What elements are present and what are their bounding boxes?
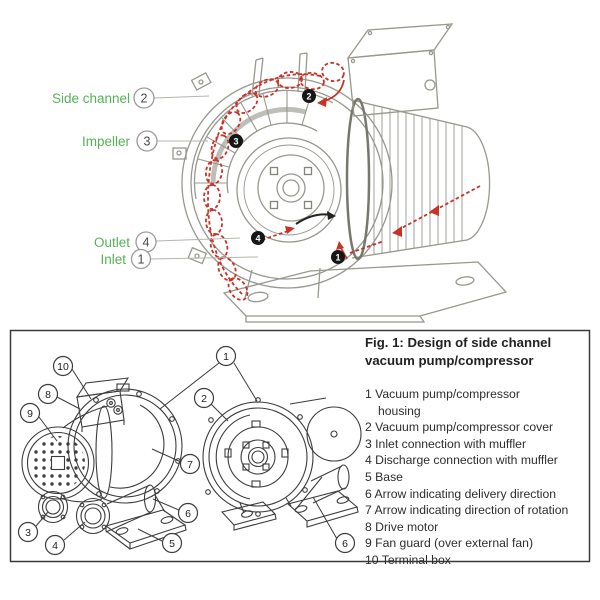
- callout-10: 10: [57, 361, 69, 373]
- hub-bolts: [269, 166, 313, 210]
- legend-item-9: 9 Fan guard (over external fan): [365, 536, 534, 551]
- legend-item-2: 2 Vacuum pump/compressor cover: [365, 420, 554, 435]
- callout-4: 4: [52, 540, 58, 552]
- inlet-port: [37, 490, 69, 524]
- figure-title-line2: vacuum pump/compressor: [365, 353, 534, 368]
- callout-6-right: 6: [342, 538, 348, 550]
- base-right: [220, 490, 359, 531]
- legend-item-8: 8 Drive motor: [365, 519, 439, 534]
- callout-leader-lines: [35, 362, 338, 542]
- label-impeller: Impeller: [82, 134, 131, 149]
- legend-items: 1 Vacuum pump/compressor housing 2 Vacuu…: [365, 386, 589, 569]
- top-labels: Side channel Impeller Outlet Inlet 2 3 4…: [52, 87, 259, 270]
- legend-item-6: 6 Arrow indicating delivery direction: [365, 486, 557, 501]
- label-number-circles: [130, 87, 158, 270]
- legend-item-10: 10 Terminal box: [365, 552, 451, 567]
- figure-title-line1: Fig. 1: Design of side channel: [365, 335, 552, 350]
- callout-8: 8: [45, 389, 51, 401]
- callout-2: 2: [201, 393, 207, 405]
- discharge-port: [75, 484, 157, 535]
- label-num-2: 2: [141, 92, 148, 106]
- legend-item-1: 1 Vacuum pump/compressor housing: [365, 387, 520, 418]
- callout-6-left: 6: [185, 508, 191, 520]
- label-leader-lines: [150, 95, 259, 260]
- red-flow-annotations: [203, 61, 481, 301]
- label-num-4: 4: [143, 236, 150, 250]
- legend-item-4: 4 Discharge connection with muffler: [365, 453, 558, 468]
- callout-1: 1: [223, 351, 229, 363]
- marker-3: 3: [233, 137, 238, 147]
- label-num-1: 1: [138, 253, 145, 267]
- side-channel-coil: [203, 61, 481, 301]
- pump-left-view: [21, 377, 187, 550]
- marker-1: 1: [335, 253, 340, 263]
- marker-2: 2: [306, 92, 311, 102]
- bottom-callouts: [17, 345, 356, 556]
- marker-4: 4: [255, 234, 260, 244]
- figure-title: Fig. 1: Design of side channel vacuum pu…: [365, 334, 589, 370]
- legend-item-3: 3 Inlet connection with muffler: [365, 436, 527, 451]
- rotation-arrow: [295, 211, 336, 225]
- motor-fins: [373, 105, 463, 255]
- red-arrowheads: [285, 97, 439, 250]
- terminal-box-small: [75, 377, 130, 432]
- top-marker-dots: 2 3 4 1: [229, 89, 345, 264]
- bottom-line-drawings: [21, 362, 362, 550]
- terminal-box: [346, 23, 454, 117]
- base-plate: [222, 261, 508, 323]
- inflow-arrow-curve: [323, 79, 345, 102]
- callout-9: 9: [27, 408, 33, 420]
- top-illustration: [172, 23, 508, 323]
- label-num-3: 3: [144, 135, 151, 149]
- drive-motor: [345, 97, 491, 261]
- label-inlet: Inlet: [100, 252, 126, 267]
- legend-item-7: 7 Arrow indicating direction of rotation: [365, 503, 569, 518]
- pump-right-view: [202, 397, 362, 531]
- callout-5: 5: [169, 538, 175, 550]
- motor-behind-cover: [289, 397, 362, 510]
- pump-housing: [172, 52, 393, 289]
- legend-item-5: 5 Base: [365, 469, 403, 484]
- callout-3: 3: [25, 527, 31, 539]
- fan-guard: [21, 426, 95, 500]
- label-side-channel: Side channel: [52, 91, 130, 106]
- bottom-callout-numbers: 10 8 9 3 4 5 6 7 1 2 6: [25, 351, 348, 552]
- label-outlet: Outlet: [94, 235, 130, 250]
- figure-legend: Fig. 1: Design of side channel vacuum pu…: [365, 334, 589, 569]
- figure-box-border: [9, 329, 591, 563]
- callout-7: 7: [187, 459, 193, 471]
